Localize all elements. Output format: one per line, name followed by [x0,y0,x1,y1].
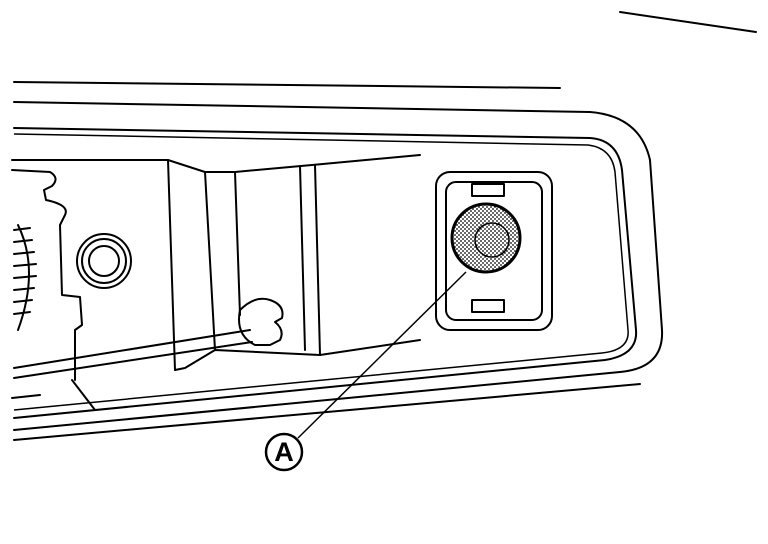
body-edge-line [619,11,757,33]
socket-opening-outer [435,171,553,331]
screwdriver-shaft [13,329,253,379]
mounting-hole-mid [81,238,127,284]
socket-tab-top [471,183,505,197]
callout-circle [264,432,304,472]
socket-opening-inner [445,181,543,321]
mounting-hole-inner [88,245,120,277]
lower-frame [11,379,96,411]
center-panel [11,154,421,173]
panel-top-line [13,81,561,89]
panel-vertical-1 [167,159,176,371]
panel-vertical-3 [234,171,241,316]
bracket [11,169,83,381]
bezel [13,127,638,419]
mounting-hole-outer [76,233,132,289]
callout-leader-line [297,271,467,439]
socket-tab-bottom [471,299,505,313]
panel-bottom [174,339,421,371]
panel-vertical-5 [314,164,321,356]
callout-label-a: A [274,437,294,467]
spring-coil [13,224,37,331]
bezel-inner [13,133,629,411]
screwdriver-tip [238,297,284,346]
bulb-socket-knob [474,222,510,258]
housing-outer [13,101,664,431]
panel-vertical-4 [299,165,306,351]
housing-outer-2 [13,383,641,441]
panel-vertical-2 [204,171,216,351]
